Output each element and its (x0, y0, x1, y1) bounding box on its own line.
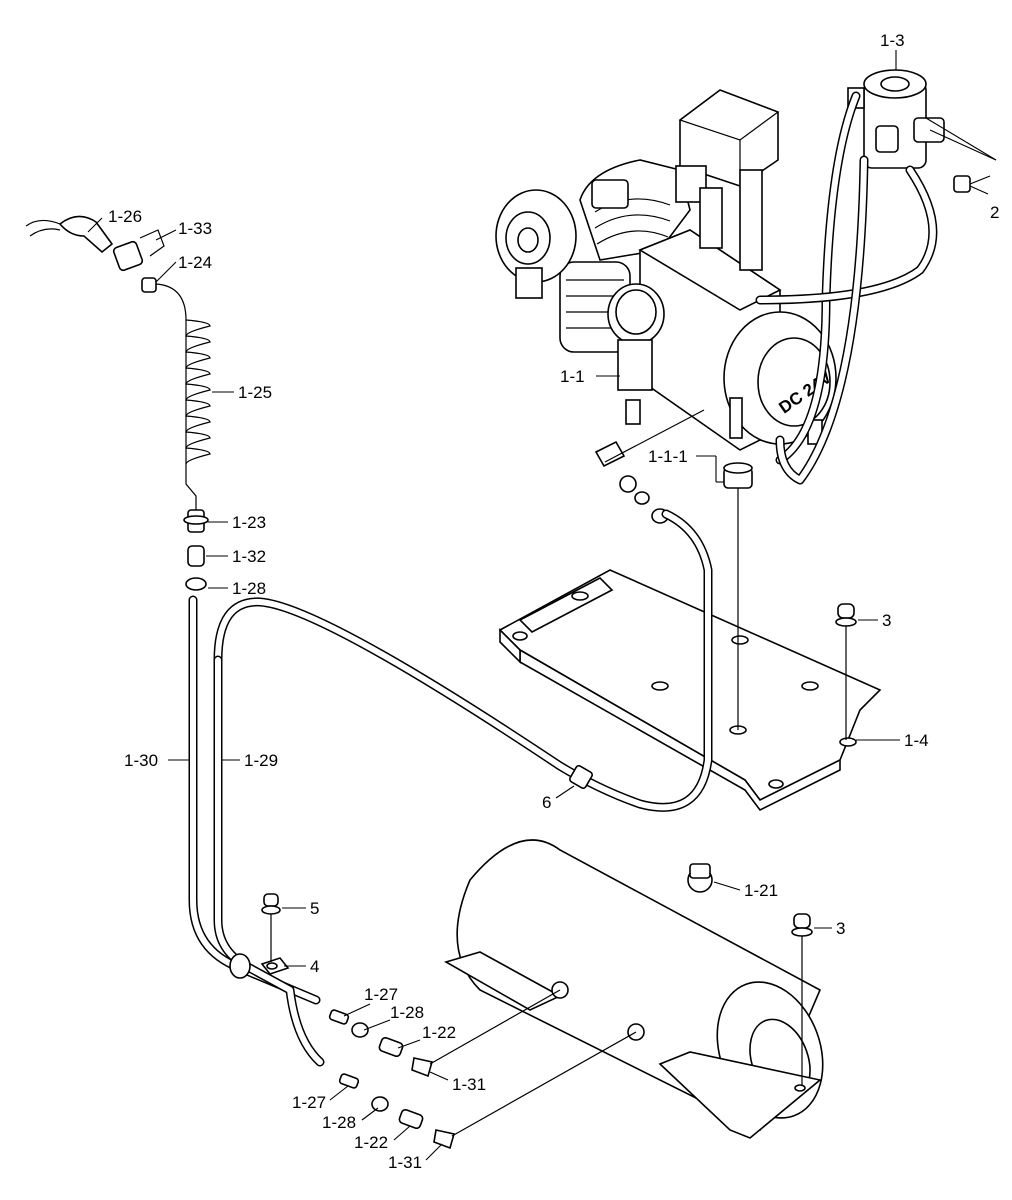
fittings-lower (338, 1031, 637, 1150)
hose-clamp-4 (229, 953, 290, 979)
callout-1-25: 1-25 (238, 383, 272, 402)
air-gun (25, 215, 187, 321)
callout-1-4: 1-4 (904, 731, 929, 750)
callout-1-31-a: 1-31 (452, 1075, 486, 1094)
callout-1-28-a: 1-28 (390, 1003, 424, 1022)
bolt-5 (261, 893, 281, 962)
callout-1-22-b: 1-22 (354, 1133, 388, 1152)
fittings-upper (328, 989, 561, 1078)
callout-1-1-1: 1-1-1 (648, 447, 688, 466)
callout-1-30: 1-30 (124, 751, 158, 770)
bolt-3-top (835, 603, 857, 740)
callout-1-27-a: 1-27 (364, 985, 398, 1004)
callout-1-26: 1-26 (108, 207, 142, 226)
callout-1-27-b: 1-27 (292, 1093, 326, 1112)
solenoid (847, 69, 997, 193)
callout-6: 6 (542, 793, 551, 812)
callout-3-bottom: 3 (836, 919, 845, 938)
callout-1-22-a: 1-22 (422, 1023, 456, 1042)
callout-1-33: 1-33 (178, 219, 212, 238)
callout-4: 4 (310, 957, 319, 976)
callout-1-28-top: 1-28 (232, 579, 266, 598)
callout-1-3: 1-3 (880, 31, 905, 50)
callout-2: 2 (990, 203, 999, 222)
callout-3-top: 3 (882, 611, 891, 630)
coupler-stack (183, 509, 209, 591)
callout-1-21: 1-21 (744, 881, 778, 900)
callout-1-1: 1-1 (560, 367, 585, 386)
callout-1-24: 1-24 (178, 253, 212, 272)
callout-5: 5 (310, 899, 319, 918)
hose-clamp-6 (569, 765, 593, 789)
leader-lines (87, 50, 989, 1161)
bolt-3-bottom (791, 913, 813, 1086)
compressor: DC 24V (495, 89, 837, 730)
callout-1-28-b: 1-28 (322, 1113, 356, 1132)
air-tank (443, 839, 824, 1139)
mounting-plate (498, 569, 882, 812)
callout-1-32: 1-32 (232, 547, 266, 566)
callout-1-23: 1-23 (232, 513, 266, 532)
callout-1-29: 1-29 (244, 751, 278, 770)
coiled-hose (185, 319, 211, 510)
callout-1-31-b: 1-31 (388, 1153, 422, 1172)
